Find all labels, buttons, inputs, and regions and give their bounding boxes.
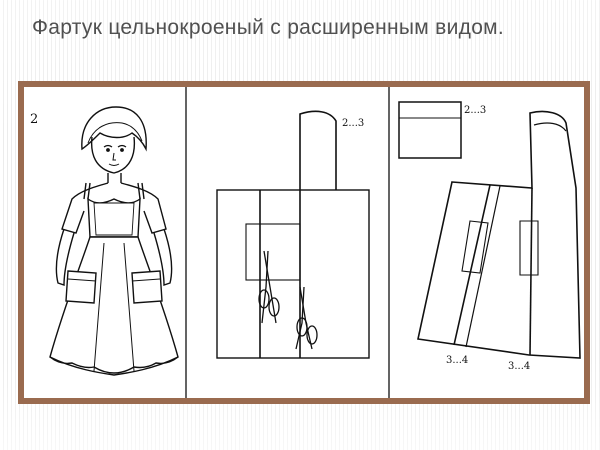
- expanded-pocket-left: [461, 220, 489, 274]
- scissors-icon: [295, 286, 318, 350]
- apron-pattern-drawing: 2: [30, 87, 581, 398]
- seam-label-right-top: 2...3: [464, 105, 486, 116]
- pattern-base-rect: [216, 189, 370, 359]
- slide-title: Фартук цельнокроеный с расширенным видом…: [32, 16, 505, 39]
- seam-label-middle: 2...3: [342, 118, 364, 129]
- pattern-pocket-outline: [245, 223, 301, 281]
- pattern-piece-expanded: 2...3 3...4 3...4: [398, 101, 581, 372]
- girl-illustration: 2: [30, 106, 179, 376]
- expanded-skirt-outline: [417, 110, 581, 359]
- expanded-cut-line-right: [529, 187, 533, 356]
- expanded-cut-line-left: [453, 184, 491, 346]
- pattern-strap-piece: [299, 110, 337, 190]
- bib-piece: [398, 101, 462, 159]
- panel-number: 2: [30, 112, 38, 127]
- expanded-pocket-right: [519, 220, 539, 276]
- apron-pattern-figure: 2: [24, 87, 584, 398]
- hem-label-left: 3...4: [446, 355, 468, 366]
- pattern-piece-cut: 2...3: [216, 110, 370, 359]
- scissors-icon: [258, 250, 280, 324]
- hem-label-right: 3...4: [508, 361, 530, 372]
